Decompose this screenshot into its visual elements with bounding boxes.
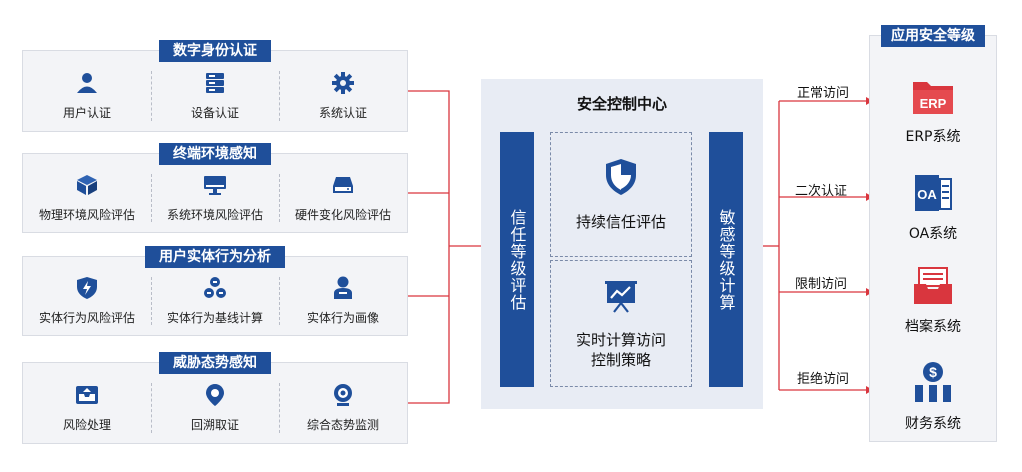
finance-label: 财务系统 bbox=[905, 416, 961, 432]
archive-app: 档案系统 bbox=[870, 266, 996, 336]
user-icon bbox=[74, 70, 100, 96]
oa-app: OA OA系统 bbox=[870, 173, 996, 243]
shield-icon bbox=[604, 158, 638, 200]
center-title: 安全控制中心 bbox=[576, 95, 667, 113]
user-auth-item: 用户认证 bbox=[23, 65, 151, 125]
erp-app: ERP ERP系统 bbox=[870, 78, 996, 146]
person-profile-icon bbox=[330, 275, 356, 301]
item-label: 系统环境风险评估 bbox=[166, 207, 263, 222]
app-security-level-panel: 应用安全等级 ERP ERP系统 OA OA系统 bbox=[869, 25, 997, 442]
system-env-item: 系统环境风险评估 bbox=[151, 168, 279, 226]
webcam-icon bbox=[330, 382, 356, 408]
svg-text:ERP: ERP bbox=[920, 96, 947, 111]
physical-env-item: 物理环境风险评估 bbox=[23, 168, 151, 226]
inbox-icon bbox=[74, 382, 100, 408]
item-label: 设备认证 bbox=[190, 105, 239, 120]
terminal-env-group: 终端环境感知 物理环境风险评估 系统环境风险评估 硬件变化风险评估 bbox=[22, 143, 408, 233]
svg-text:OA: OA bbox=[917, 187, 937, 202]
behavior-risk-item: 实体行为风险评估 bbox=[23, 271, 151, 329]
situation-monitor-item: 综合态势监测 bbox=[279, 377, 407, 437]
trust-level-label: 信任等级评估 bbox=[507, 208, 527, 311]
item-label: 实体行为基线计算 bbox=[166, 310, 263, 325]
realtime-policy-label: 实时计算访问 控制策略 bbox=[576, 330, 666, 370]
item-label: 综合态势监测 bbox=[306, 417, 379, 432]
item-label: 回溯取证 bbox=[190, 417, 239, 432]
group-title: 终端环境感知 bbox=[159, 143, 271, 165]
erp-folder-icon: ERP bbox=[911, 78, 955, 120]
behavior-baseline-item: 实体行为基线计算 bbox=[151, 271, 279, 329]
cluster-icon bbox=[202, 275, 228, 301]
item-label: 风险处理 bbox=[62, 417, 111, 432]
sensitivity-level-label: 敏感等级计算 bbox=[716, 208, 736, 311]
threat-awareness-group: 威胁态势感知 风险处理 回溯取证 综合态势监测 bbox=[22, 352, 408, 444]
access-secondary-auth-label: 二次认证 bbox=[795, 184, 848, 199]
item-label: 硬件变化风险评估 bbox=[294, 207, 391, 222]
system-auth-item: 系统认证 bbox=[279, 65, 407, 125]
item-label: 物理环境风险评估 bbox=[38, 207, 135, 222]
access-restricted-label: 限制访问 bbox=[795, 277, 848, 292]
archive-label: 档案系统 bbox=[905, 319, 961, 335]
server-icon bbox=[202, 70, 228, 96]
digital-identity-group: 数字身份认证 用户认证 设备认证 系统认证 bbox=[22, 40, 408, 132]
sensitivity-level-bar: 敏感等级计算 bbox=[709, 132, 743, 387]
access-denied-label: 拒绝访问 bbox=[797, 372, 850, 387]
continuous-trust-box: 持续信任评估 bbox=[550, 132, 692, 257]
item-label: 实体行为画像 bbox=[306, 310, 379, 325]
realtime-policy-box: 实时计算访问 控制策略 bbox=[550, 260, 692, 387]
security-control-center: 安全控制中心 信任等级评估 持续信任评估 实时计算访问 控制策略 敏感等级计算 bbox=[481, 79, 763, 409]
oa-label: OA系统 bbox=[908, 226, 958, 242]
oa-document-icon: OA bbox=[911, 173, 955, 217]
item-label: 实体行为风险评估 bbox=[38, 310, 135, 325]
finance-app: $ 财务系统 bbox=[870, 361, 996, 433]
risk-handling-item: 风险处理 bbox=[23, 377, 151, 437]
entity-behavior-group: 用户实体行为分析 实体行为风险评估 实体行为基线计算 实体行为画像 bbox=[22, 246, 408, 336]
device-auth-item: 设备认证 bbox=[151, 65, 279, 125]
item-label: 系统认证 bbox=[318, 105, 367, 120]
right-panel-title: 应用安全等级 bbox=[881, 25, 985, 47]
shield-bolt-icon bbox=[74, 275, 100, 301]
location-pin-icon bbox=[202, 382, 228, 408]
realtime-policy-line1: 实时计算访问 bbox=[575, 330, 666, 349]
trust-level-bar: 信任等级评估 bbox=[500, 132, 534, 387]
realtime-policy-line2: 控制策略 bbox=[590, 350, 651, 369]
finance-dollar-icon: $ bbox=[911, 361, 955, 407]
trace-forensics-item: 回溯取证 bbox=[151, 377, 279, 437]
item-label: 用户认证 bbox=[62, 105, 111, 120]
access-normal-label: 正常访问 bbox=[797, 86, 850, 101]
hard-drive-icon bbox=[330, 172, 356, 198]
group-title: 威胁态势感知 bbox=[159, 352, 271, 374]
group-title: 数字身份认证 bbox=[159, 40, 271, 62]
continuous-trust-label: 持续信任评估 bbox=[575, 212, 666, 231]
cube-icon bbox=[74, 172, 100, 198]
presentation-chart-icon bbox=[603, 278, 639, 318]
behavior-profile-item: 实体行为画像 bbox=[279, 271, 407, 329]
svg-text:$: $ bbox=[929, 364, 937, 380]
monitor-icon bbox=[202, 172, 228, 198]
group-title: 用户实体行为分析 bbox=[145, 246, 285, 268]
erp-label: ERP系统 bbox=[905, 129, 961, 145]
gear-icon bbox=[330, 70, 356, 96]
hardware-change-item: 硬件变化风险评估 bbox=[279, 168, 407, 226]
archive-tray-icon bbox=[911, 266, 955, 310]
